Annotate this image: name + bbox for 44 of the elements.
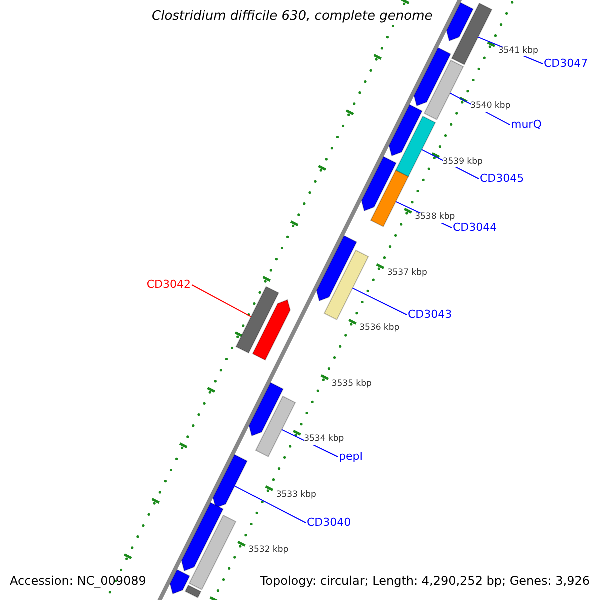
gene-bar xyxy=(236,286,280,354)
leader-line xyxy=(192,284,252,318)
gene-bar xyxy=(395,116,436,178)
gene-feature xyxy=(414,47,452,107)
gene-bar xyxy=(324,250,370,320)
scale-label: 3539 kbp xyxy=(442,158,483,168)
gene-label: CD3047 xyxy=(544,58,588,70)
gene-label: murQ xyxy=(511,119,542,132)
scale-label: 3538 kbp xyxy=(415,213,456,223)
scale-label: 3535 kbp xyxy=(332,380,372,390)
gene-bar xyxy=(255,396,296,458)
scale-label: 3541 kbp xyxy=(498,46,538,56)
gene-bar xyxy=(184,584,202,598)
scale-label: 3533 kbp xyxy=(276,490,316,500)
scale-label: 3537 kbp xyxy=(387,268,428,278)
gene-feature xyxy=(181,502,224,572)
scale-label: 3532 kbp xyxy=(248,546,289,556)
accession-text: Accession: NC_009089 xyxy=(10,575,146,588)
leader-line xyxy=(234,486,306,524)
gene-label: CD3042 xyxy=(146,279,191,292)
gene-feature xyxy=(388,104,423,157)
gene-feature xyxy=(316,235,358,302)
scale-label: 3540 kbp xyxy=(470,102,511,112)
gene-feature xyxy=(252,299,291,361)
gene-feature xyxy=(361,156,397,212)
gene-label: CD3045 xyxy=(480,173,524,186)
genome-summary: Topology: circular; Length: 4,290,252 bp; Genes: 3,926 xyxy=(260,575,590,588)
leader-line xyxy=(282,429,338,458)
gene-label: CD3043 xyxy=(408,309,452,322)
gene-label: CD3044 xyxy=(453,222,498,234)
gene-bar xyxy=(370,170,410,228)
scale-label: 3534 kbp xyxy=(304,435,344,445)
gene-feature xyxy=(248,382,284,437)
gene-feature xyxy=(212,454,248,509)
leader-line xyxy=(352,288,408,316)
gene-label: pepI xyxy=(339,451,363,464)
gene-bar xyxy=(188,514,237,590)
gene-label: CD3040 xyxy=(307,517,352,530)
gene-bar xyxy=(451,2,493,66)
gene-feature xyxy=(446,2,474,42)
gene-feature xyxy=(170,569,190,595)
gene-bar xyxy=(424,60,464,120)
map-title: Clostridium difficile 630, complete genome xyxy=(152,10,433,24)
scale-label: 3536 kbp xyxy=(360,324,400,334)
